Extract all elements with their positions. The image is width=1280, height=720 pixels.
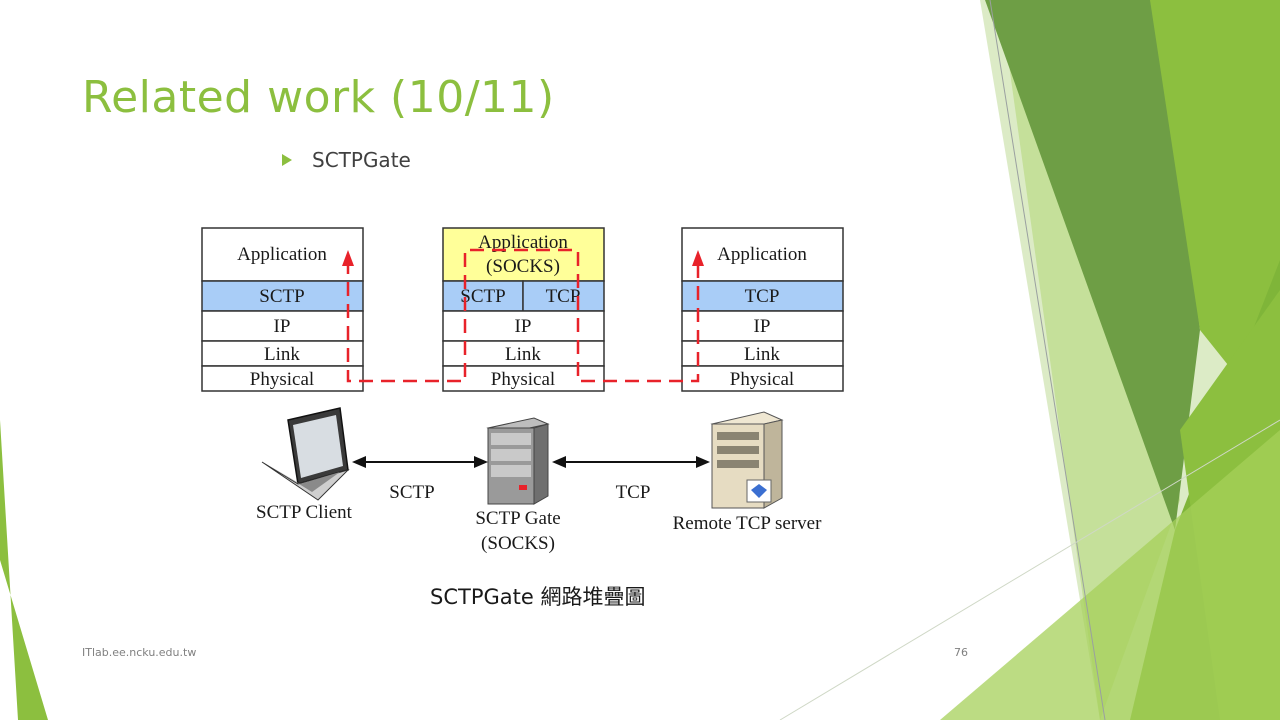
server-transport-layer xyxy=(681,280,844,312)
gate-server-icon xyxy=(486,417,550,505)
gate-tcp-layer xyxy=(522,280,605,312)
decor-thin-line-2 xyxy=(779,419,1280,720)
data-path xyxy=(342,248,704,383)
gate-app-label-2: (SOCKS) xyxy=(486,256,560,277)
sctp-link-right-arrow-icon xyxy=(474,456,488,468)
server-transport-label: TCP xyxy=(745,286,780,307)
server-device-label: Remote TCP server xyxy=(673,513,822,534)
path-arrow-server-icon xyxy=(692,250,704,266)
client-link-layer xyxy=(201,340,364,367)
server-stack: Application TCP IP Link Physical xyxy=(681,227,844,392)
client-phys-layer xyxy=(201,365,364,392)
decor-dark-panel xyxy=(985,0,1200,530)
sctp-link xyxy=(352,456,488,468)
server-ip-layer xyxy=(681,310,844,342)
remote-server-icon xyxy=(710,411,784,509)
server-app-label: Application xyxy=(717,244,807,265)
decor-mid-panel xyxy=(1150,0,1280,430)
sctp-link-left-arrow-icon xyxy=(352,456,366,468)
bullet-item: SCTPGate xyxy=(282,148,411,172)
dashed-path-line xyxy=(346,248,700,383)
tcp-link-right-arrow-icon xyxy=(696,456,710,468)
gate-app-label-1: Application xyxy=(478,232,568,253)
client-device-label: SCTP Client xyxy=(256,502,353,523)
client-transport-label: SCTP xyxy=(259,286,304,307)
gate-ip-label: IP xyxy=(515,316,532,337)
page-number: 76 xyxy=(954,646,968,659)
tcp-link-left-arrow-icon xyxy=(552,456,566,468)
client-app-layer xyxy=(201,227,364,282)
gate-device-label-2: (SOCKS) xyxy=(481,533,555,554)
client-transport-layer xyxy=(201,280,364,312)
tcp-link-label: TCP xyxy=(616,482,651,503)
path-arrow-client-icon xyxy=(342,250,354,266)
sctp-link-label: SCTP xyxy=(389,482,434,503)
server-link-layer xyxy=(681,340,844,367)
footer-url: ITlab.ee.ncku.edu.tw xyxy=(82,646,197,659)
decor-thin-line xyxy=(989,0,1106,720)
gate-sctp-label: SCTP xyxy=(460,286,505,307)
bullet-text: SCTPGate xyxy=(312,148,411,172)
server-app-layer xyxy=(681,227,844,282)
client-app-label: Application xyxy=(237,244,327,265)
gate-device-label-1: SCTP Gate xyxy=(475,508,560,529)
bullet-arrow-icon xyxy=(282,153,292,166)
diagram-caption: SCTPGate 網路堆疊圖 xyxy=(430,585,646,609)
left-accent-shape xyxy=(0,420,48,720)
decor-bottom-band xyxy=(940,430,1280,720)
laptop-icon xyxy=(261,407,350,501)
gate-link-label: Link xyxy=(505,344,541,365)
server-phys-layer xyxy=(681,365,844,392)
client-ip-label: IP xyxy=(274,316,291,337)
tcp-link xyxy=(552,456,710,468)
gate-stack: Application (SOCKS) SCTP TCP IP Link Phy… xyxy=(442,227,605,392)
server-ip-label: IP xyxy=(754,316,771,337)
slide-title: Related work (10/11) xyxy=(82,72,555,123)
client-stack: Application SCTP IP Link Physical xyxy=(201,227,364,392)
gate-ip-layer xyxy=(442,310,605,342)
server-phys-label: Physical xyxy=(730,369,794,390)
gate-phys-label: Physical xyxy=(491,369,555,390)
client-link-label: Link xyxy=(264,344,300,365)
client-phys-label: Physical xyxy=(250,369,314,390)
gate-tcp-label: TCP xyxy=(546,286,581,307)
server-link-label: Link xyxy=(744,344,780,365)
client-ip-layer xyxy=(201,310,364,342)
